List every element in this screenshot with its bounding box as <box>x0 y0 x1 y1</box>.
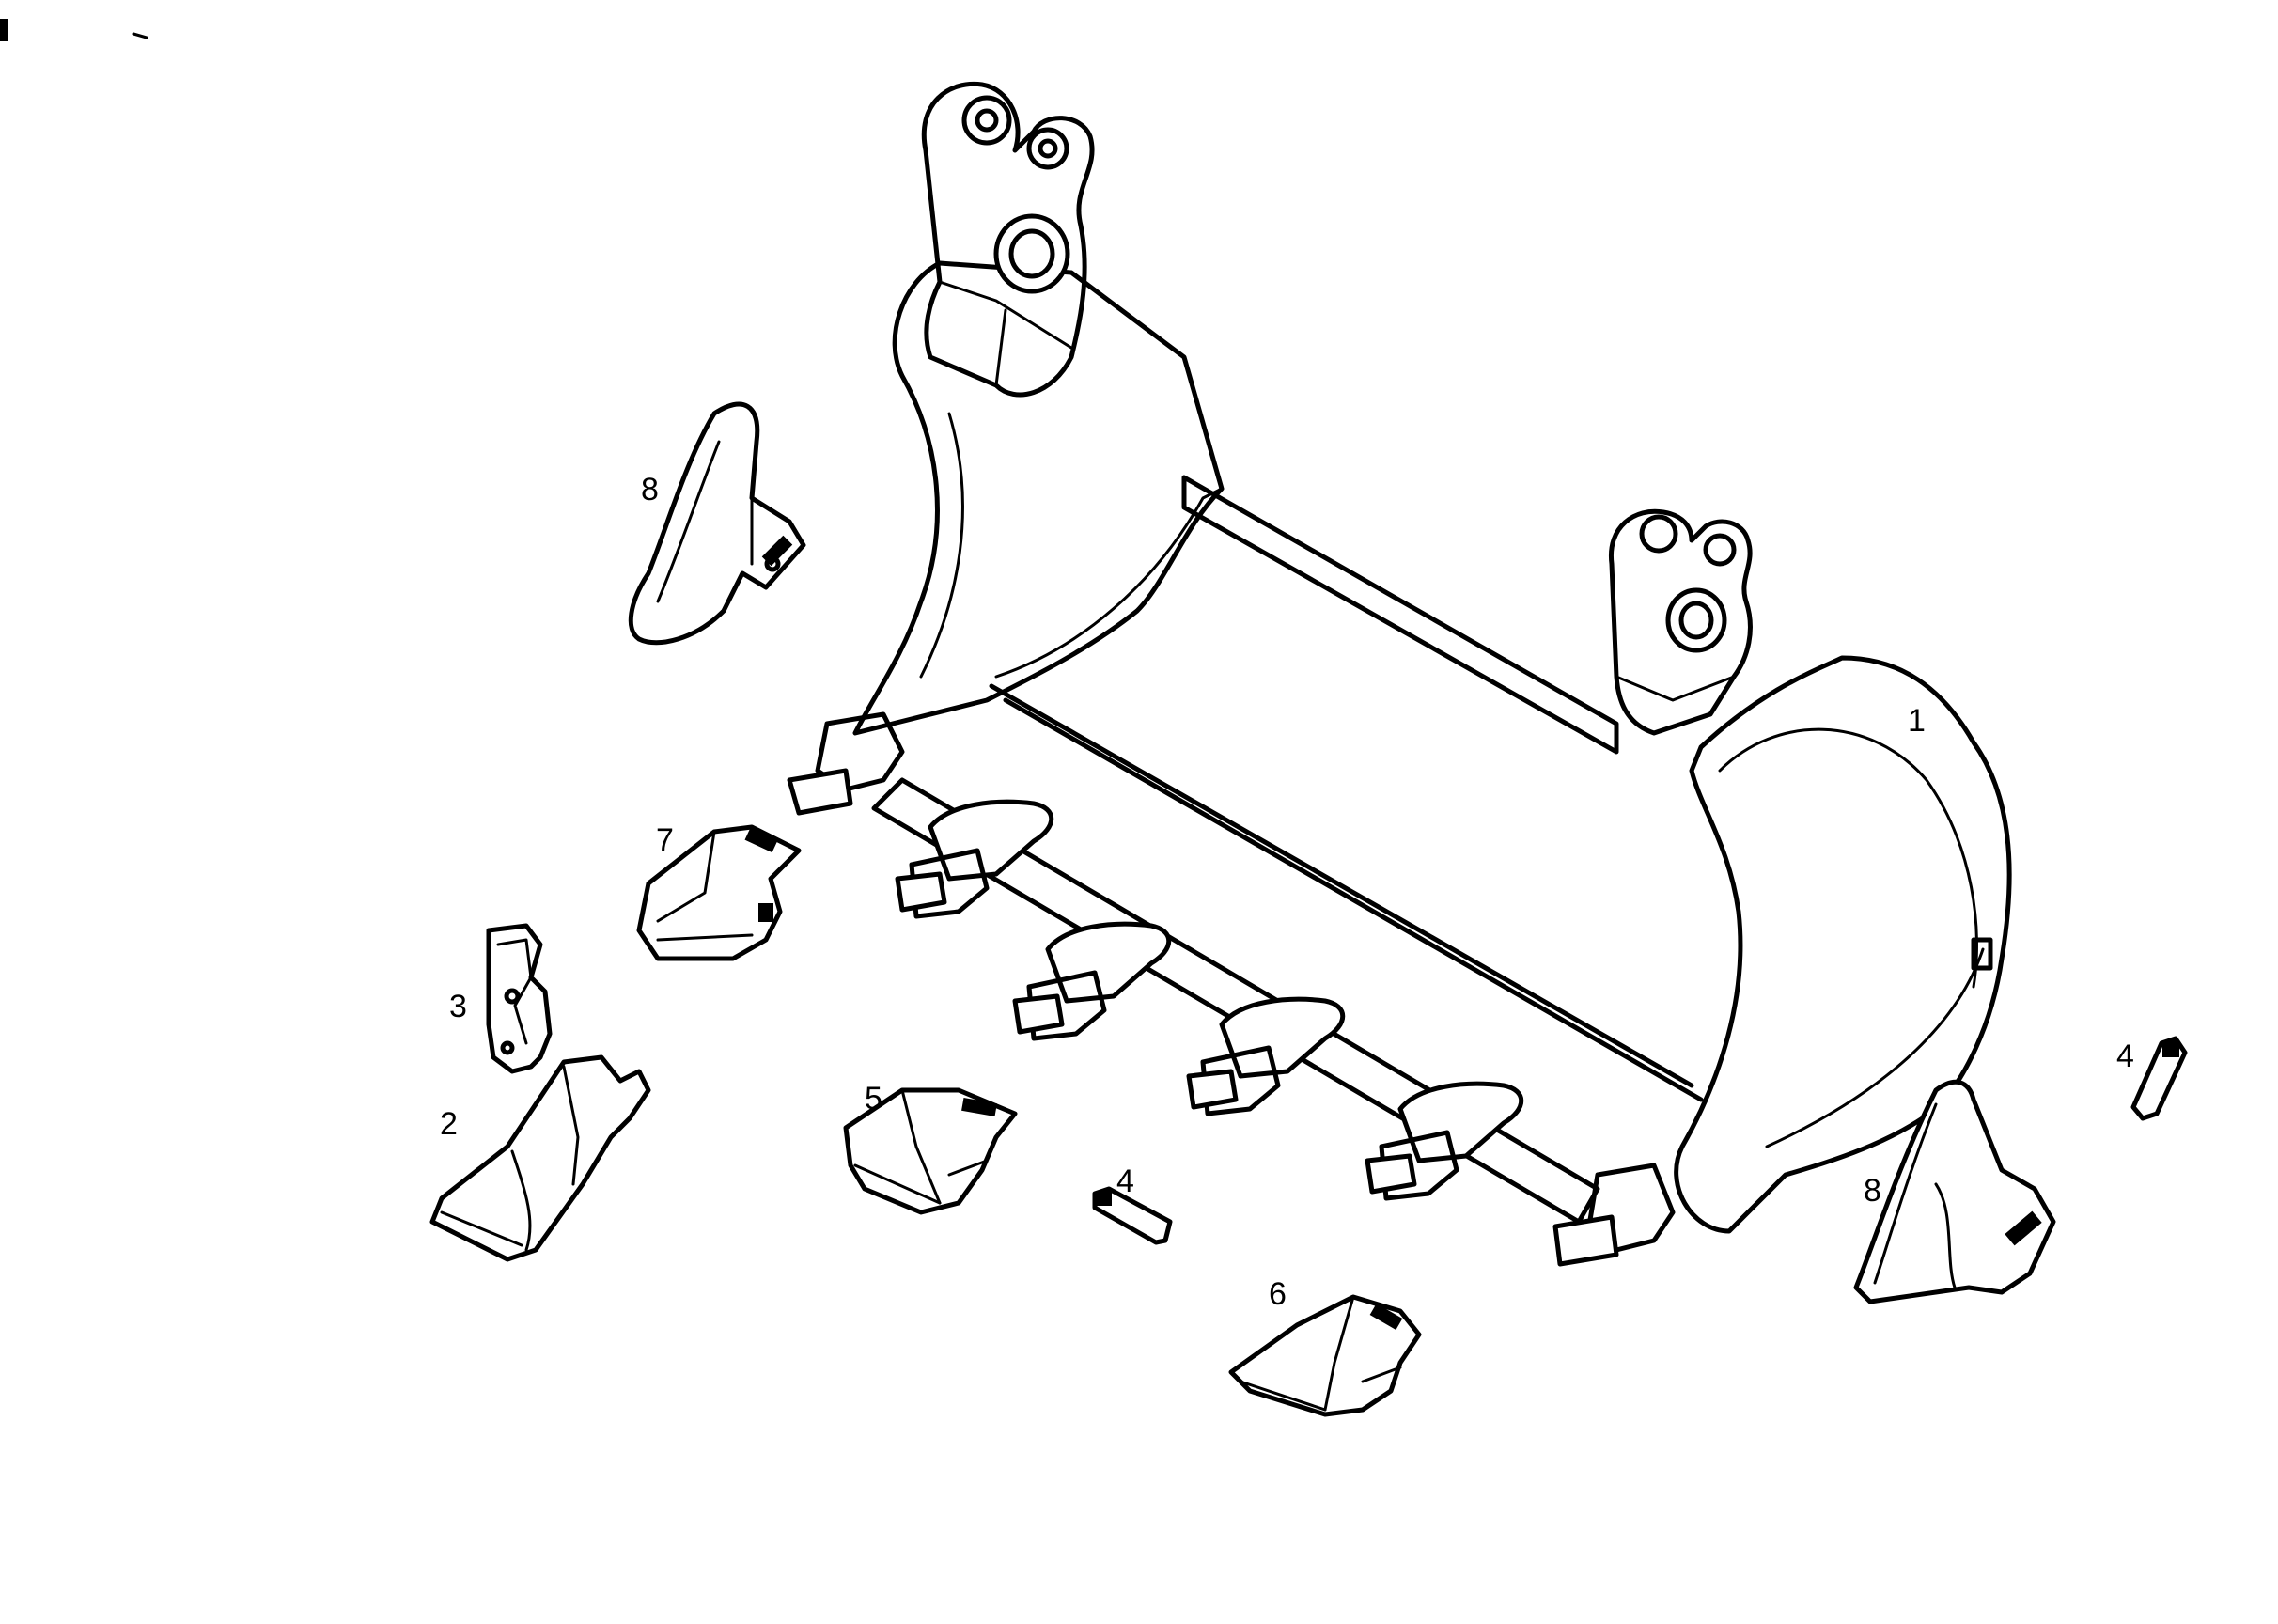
bucket-right-inner-edge <box>1718 727 1978 989</box>
callout-pin-center: 4 <box>1116 1163 1134 1199</box>
protector-plate <box>486 923 553 1074</box>
pin-right <box>2130 1036 2188 1121</box>
callout-bucket: 1 <box>1908 703 1926 739</box>
scan-mark <box>132 32 148 39</box>
bucket-adapter-6 <box>1552 1163 1676 1267</box>
bucket-right-tab <box>1971 937 1993 971</box>
side-cutter-left <box>628 401 806 646</box>
bucket-floor-line <box>1003 697 1704 1102</box>
bucket-left-inner-edge <box>919 412 964 679</box>
bucket-back-beam <box>1181 475 1619 755</box>
callout-corner-cap: 7 <box>656 822 674 858</box>
adapter <box>429 1054 651 1262</box>
callout-side-cutter-right: 8 <box>1864 1173 1881 1209</box>
callout-pin-right: 4 <box>2116 1038 2134 1074</box>
bucket-left-side-plate <box>852 260 1225 736</box>
callout-adapter: 2 <box>440 1106 458 1142</box>
bucket-upper-edge <box>989 683 1694 1088</box>
bucket-right-back-edge <box>1765 947 1985 1148</box>
bucket-adapter-1 <box>787 711 905 816</box>
side-cutter-right <box>1853 1079 2056 1304</box>
bucket-left-lip <box>994 487 1224 679</box>
bucket-adapter-3 <box>1012 921 1172 1041</box>
bucket-teeth-row <box>787 711 1676 1267</box>
callout-protector-plate: 3 <box>449 989 467 1024</box>
right-lift-ear <box>1608 508 1753 736</box>
bucket-adapter-2 <box>895 799 1054 919</box>
pin-center <box>1092 1186 1173 1245</box>
tooth-cap-center <box>843 1087 1018 1215</box>
bucket-adapter-4 <box>1186 996 1346 1116</box>
bucket <box>852 81 2012 1234</box>
callout-side-cutter-left: 8 <box>641 472 659 508</box>
left-lift-ear <box>921 81 1095 398</box>
bucket-adapter-5 <box>1365 1081 1524 1201</box>
scan-mark <box>0 19 8 41</box>
callout-tooth-cap-bottom: 6 <box>1269 1276 1287 1312</box>
callout-tooth-cap-center: 5 <box>865 1081 882 1116</box>
corner-cap <box>636 824 802 961</box>
tooth-cap-bottom <box>1228 1294 1422 1417</box>
